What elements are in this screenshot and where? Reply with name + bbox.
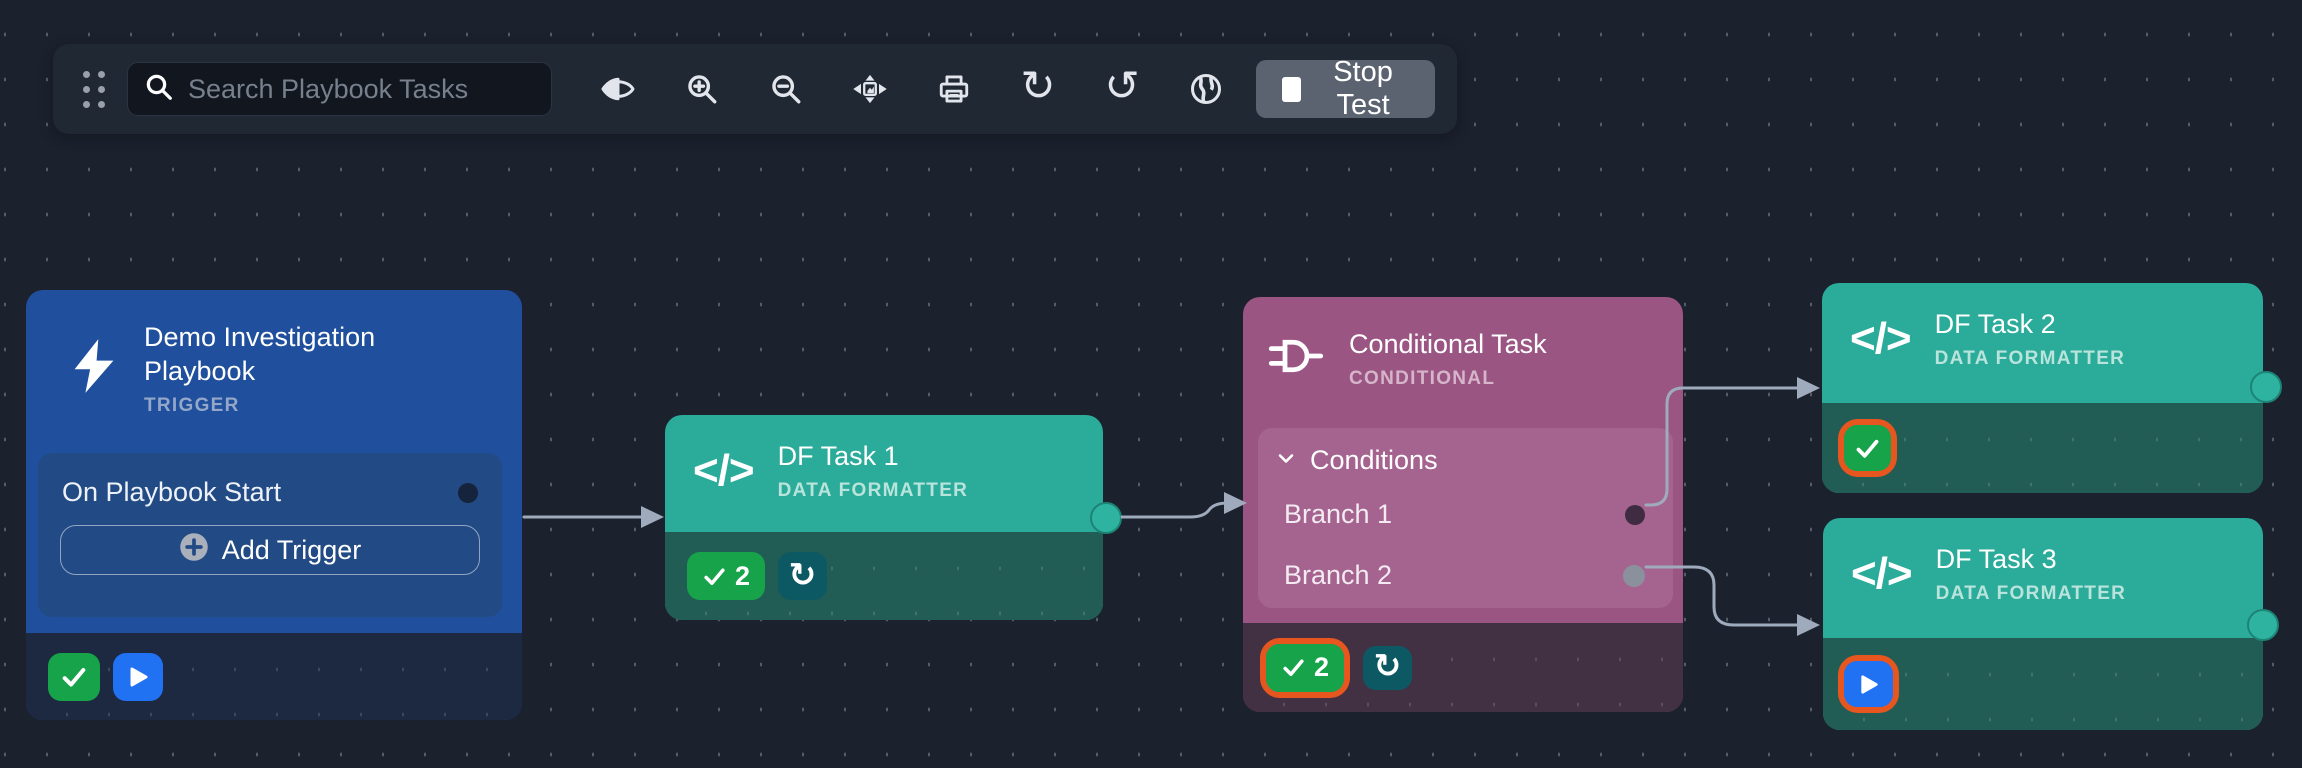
df-task-1-node[interactable]: </> DF Task 1 DATA FORMATTER 2 ↻	[665, 415, 1122, 620]
stop-test-button[interactable]: Stop Test	[1256, 56, 1435, 121]
stop-icon	[1282, 76, 1302, 102]
zoom-out-button[interactable]	[762, 65, 810, 113]
success-count-badge[interactable]: 2	[1266, 643, 1344, 692]
eye-icon	[601, 77, 635, 101]
undo-button[interactable]: ↺	[1098, 65, 1146, 113]
code-icon: </>	[1850, 313, 1912, 363]
node-type-label: DATA FORMATTER	[777, 480, 969, 501]
chevron-down-icon	[1274, 446, 1298, 475]
redo-button[interactable]: ↻	[1014, 65, 1062, 113]
check-icon	[1856, 439, 1879, 458]
success-badge[interactable]	[48, 652, 100, 701]
trigger-output-port[interactable]	[458, 482, 478, 503]
code-icon: </>	[693, 445, 755, 495]
add-trigger-button[interactable]: Add Trigger	[60, 525, 480, 575]
df-task-2-node[interactable]: </> DF Task 2 DATA FORMATTER	[1822, 283, 2282, 493]
play-icon	[130, 667, 148, 686]
node-type-label: TRIGGER	[144, 395, 240, 416]
output-port[interactable]	[1090, 502, 1122, 534]
play-icon	[1861, 674, 1878, 694]
arrowhead	[1797, 377, 1820, 399]
undo-icon: ↺	[1104, 61, 1140, 110]
trigger-status-bar	[26, 633, 522, 720]
redo-icon: ↻	[1020, 61, 1056, 110]
node-title: DF Task 1	[777, 441, 899, 471]
success-count: 2	[734, 560, 751, 591]
task-status-bar	[1822, 403, 2263, 493]
conditional-gate-icon	[1267, 334, 1325, 383]
zoom-in-icon	[688, 75, 717, 104]
task-status-bar: 2 ↻	[1243, 623, 1683, 712]
success-count-badge[interactable]: 2	[687, 552, 765, 600]
fit-to-screen-icon	[853, 74, 887, 104]
globe-icon	[1191, 74, 1221, 104]
node-type-label: CONDITIONAL	[1349, 368, 1496, 389]
branch-row[interactable]: Branch 1	[1258, 484, 1673, 545]
node-title: Demo Investigation Playbook	[144, 322, 376, 386]
printer-icon	[939, 75, 969, 103]
highlight-ring	[1838, 419, 1897, 477]
search-icon	[144, 72, 174, 107]
run-badge[interactable]	[113, 652, 163, 701]
check-icon	[62, 667, 86, 687]
zoom-in-button[interactable]	[678, 65, 726, 113]
rerun-badge[interactable]: ↻	[1363, 645, 1412, 690]
success-badge[interactable]	[1844, 425, 1891, 471]
df-task-3-node[interactable]: </> DF Task 3 DATA FORMATTER	[1823, 518, 2279, 730]
zoom-out-icon	[772, 75, 801, 104]
node-title: Conditional Task	[1349, 329, 1547, 359]
fit-to-screen-button[interactable]	[846, 65, 894, 113]
check-icon	[704, 567, 725, 585]
trigger-row[interactable]: On Playbook Start	[38, 453, 502, 508]
node-type-label: DATA FORMATTER	[1935, 583, 2127, 604]
wire-df1-to-conditional	[1120, 501, 1232, 519]
toolbar: ↻ ↺ Stop Test	[53, 44, 1457, 134]
conditions-toggle[interactable]: Conditions	[1258, 428, 1673, 484]
rerun-badge[interactable]: ↻	[778, 552, 827, 600]
conditions-label: Conditions	[1310, 444, 1438, 475]
visibility-toggle-button[interactable]	[594, 65, 642, 113]
arrowhead	[641, 506, 664, 528]
trigger-panel: On Playbook Start Add Trigger	[38, 453, 502, 617]
run-badge[interactable]	[1844, 661, 1893, 707]
search-input[interactable]	[188, 73, 535, 105]
output-port[interactable]	[2247, 609, 2279, 641]
lightning-icon	[68, 338, 120, 399]
print-button[interactable]	[930, 65, 978, 113]
node-type-label: DATA FORMATTER	[1934, 348, 2126, 369]
task-status-bar: 2 ↻	[665, 532, 1103, 620]
branch-2-output-port[interactable]	[1623, 564, 1645, 587]
stop-test-label: Stop Test	[1333, 56, 1393, 121]
add-trigger-label: Add Trigger	[221, 534, 362, 565]
rerun-icon: ↻	[788, 554, 817, 594]
globe-button[interactable]	[1182, 65, 1230, 113]
node-title: DF Task 3	[1935, 544, 2057, 574]
plus-circle-icon	[179, 532, 209, 569]
branch-1-output-port[interactable]	[1625, 504, 1645, 525]
search-box[interactable]	[127, 62, 552, 116]
check-icon	[1283, 659, 1304, 677]
rerun-icon: ↻	[1373, 646, 1402, 685]
trigger-row-label: On Playbook Start	[62, 477, 282, 507]
trigger-node[interactable]: Demo Investigation Playbook TRIGGER On P…	[26, 290, 522, 720]
highlight-ring: 2	[1260, 637, 1350, 698]
branch-row[interactable]: Branch 2	[1258, 545, 1673, 606]
output-port[interactable]	[2250, 371, 2282, 403]
task-status-bar	[1823, 638, 2263, 730]
drag-handle-icon[interactable]	[83, 70, 105, 108]
arrowhead	[1797, 614, 1820, 636]
success-count: 2	[1313, 652, 1330, 682]
branch-label: Branch 2	[1284, 560, 1393, 590]
branch-label: Branch 1	[1284, 499, 1393, 529]
code-icon: </>	[1851, 548, 1913, 598]
conditional-task-node[interactable]: Conditional Task CONDITIONAL Conditions …	[1243, 297, 1683, 712]
node-title: DF Task 2	[1934, 309, 2056, 339]
conditions-panel: Conditions Branch 1 Branch 2	[1258, 428, 1673, 608]
highlight-ring	[1838, 655, 1899, 713]
